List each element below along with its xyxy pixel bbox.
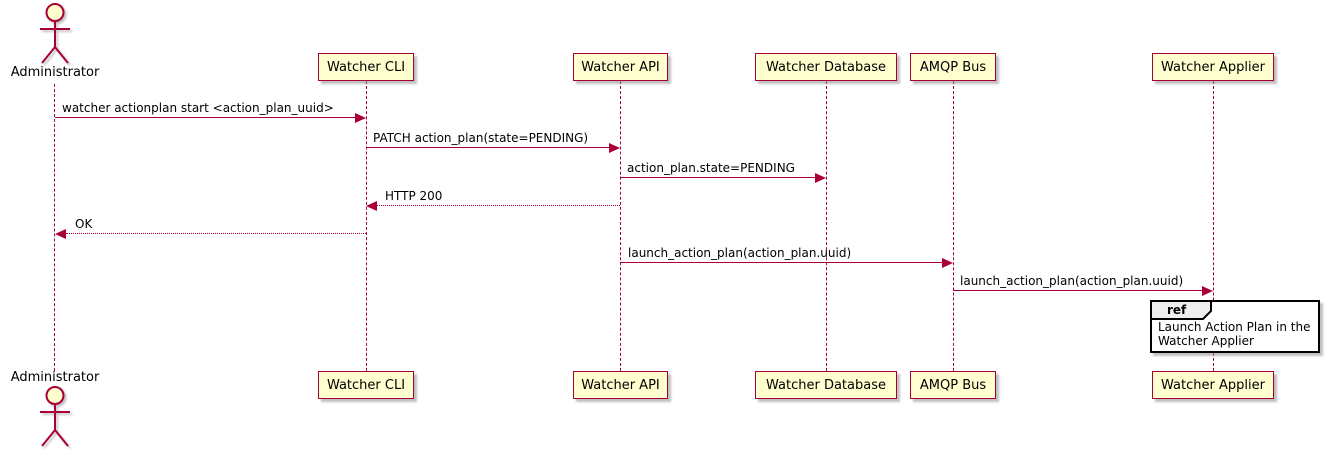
arrowhead-right-icon xyxy=(1202,286,1213,296)
participant-watcher-database-top: Watcher Database xyxy=(755,53,897,81)
message-1-label: watcher actionplan start <action_plan_uu… xyxy=(62,101,334,115)
message-5-line xyxy=(66,233,366,234)
participant-watcher-cli-top: Watcher CLI xyxy=(318,53,414,81)
lifeline-watcher-cli xyxy=(366,81,367,371)
message-2-line xyxy=(366,147,610,148)
arrowhead-right-icon xyxy=(609,143,620,153)
participant-watcher-applier-bottom: Watcher Applier xyxy=(1152,371,1274,399)
message-3-line xyxy=(620,177,816,178)
message-4-label: HTTP 200 xyxy=(385,189,443,203)
lifeline-watcher-api xyxy=(620,81,621,371)
message-3-label: action_plan.state=PENDING xyxy=(627,161,795,175)
message-2-label: PATCH action_plan(state=PENDING) xyxy=(373,131,589,145)
ref-tab-shape xyxy=(1150,300,1212,320)
participant-amqp-bus-bottom: AMQP Bus xyxy=(910,371,996,399)
participant-watcher-api-bottom: Watcher API xyxy=(573,371,668,399)
participant-watcher-cli-bottom: Watcher CLI xyxy=(318,371,414,399)
message-6-label: launch_action_plan(action_plan.uuid) xyxy=(628,246,852,260)
arrowhead-right-icon xyxy=(815,173,826,183)
actor-icon-bottom xyxy=(40,386,70,447)
participant-amqp-bus-top: AMQP Bus xyxy=(910,53,996,81)
ref-text: Launch Action Plan in the Watcher Applie… xyxy=(1158,320,1311,348)
lifeline-watcher-database xyxy=(826,81,827,371)
lifeline-watcher-applier xyxy=(1213,81,1214,371)
lifeline-administrator xyxy=(54,84,55,371)
ref-fragment: ref Launch Action Plan in the Watcher Ap… xyxy=(1150,300,1320,353)
participant-watcher-api-top: Watcher API xyxy=(573,53,668,81)
arrowhead-left-icon xyxy=(366,201,377,211)
lifeline-amqp-bus xyxy=(953,81,954,371)
message-5-label: OK xyxy=(75,217,93,231)
participant-watcher-applier-top: Watcher Applier xyxy=(1152,53,1274,81)
participant-watcher-database-bottom: Watcher Database xyxy=(755,371,897,399)
arrowhead-left-icon xyxy=(55,229,66,239)
message-6-line xyxy=(620,262,943,263)
actor-label-top: Administrator xyxy=(10,65,100,80)
arrowhead-right-icon xyxy=(942,258,953,268)
actor-label-bottom: Administrator xyxy=(10,370,100,385)
message-7-line xyxy=(953,290,1202,291)
actor-icon-top xyxy=(40,3,70,64)
message-4-line xyxy=(377,205,620,206)
ref-keyword: ref xyxy=(1167,303,1187,317)
message-7-label: launch_action_plan(action_plan.uuid) xyxy=(960,274,1184,288)
message-1-line xyxy=(55,117,356,118)
arrowhead-right-icon xyxy=(355,113,366,123)
